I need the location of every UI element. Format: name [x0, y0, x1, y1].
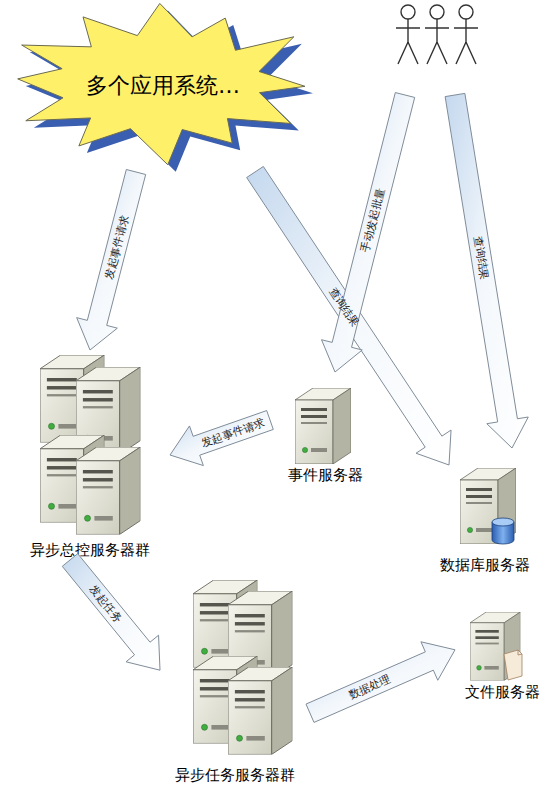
database-server: 数据库服务器	[425, 465, 545, 575]
file-server-icon	[470, 612, 522, 680]
star-text: 多个应用系统…	[86, 71, 240, 101]
flow-arrow	[62, 554, 160, 671]
server-icon	[76, 447, 140, 534]
node-caption: 数据库服务器	[425, 555, 545, 575]
server-icon	[460, 468, 516, 544]
star-shape	[18, 3, 305, 164]
node-text-group: 文件服务器	[455, 682, 548, 702]
node-caption: 事件服务器	[270, 465, 380, 485]
flow-arrow	[77, 169, 146, 350]
server-cluster-icon	[193, 580, 292, 754]
figure-body	[454, 19, 478, 64]
actor-arrow	[445, 93, 528, 448]
flow-arrow	[170, 411, 273, 466]
figure-head	[401, 5, 415, 19]
server-cluster: 异步任务服务器群	[160, 580, 310, 785]
node-caption: 异步总控服务器群	[10, 540, 170, 560]
server-cluster: 异步总控服务器群	[10, 350, 170, 560]
people-icon	[396, 5, 478, 64]
database-cylinder-top	[492, 518, 514, 526]
server-icon-group	[295, 388, 351, 464]
node-caption: 文件服务器	[455, 682, 548, 702]
stick-figure	[396, 5, 420, 64]
document-icon	[504, 650, 522, 680]
figure-head	[430, 5, 444, 19]
stick-figure	[454, 5, 478, 64]
node-text-group: 事件服务器	[270, 465, 380, 485]
server-node: 事件服务器	[270, 385, 380, 485]
node-caption: 异步任务服务器群	[160, 765, 310, 785]
node-text-group: 异步任务服务器群	[160, 765, 310, 785]
figure-body	[425, 19, 449, 64]
node-text-group: 多个应用系统…	[0, 0, 340, 172]
file-server: 文件服务器	[455, 612, 548, 702]
stick-figure	[425, 5, 449, 64]
figure-body	[396, 19, 420, 64]
server-icon	[228, 667, 292, 754]
server-icon	[295, 388, 351, 464]
flow-arrow	[306, 642, 455, 723]
figure-head	[459, 5, 473, 19]
server-cluster-icon	[40, 355, 140, 534]
node-text-group: 数据库服务器	[425, 555, 545, 575]
node-text-group: 异步总控服务器群	[10, 540, 170, 560]
star-shape: 多个应用系统…	[0, 0, 340, 172]
document-fold	[518, 650, 522, 655]
actor-arrow	[322, 93, 415, 372]
database-icon	[460, 468, 516, 544]
